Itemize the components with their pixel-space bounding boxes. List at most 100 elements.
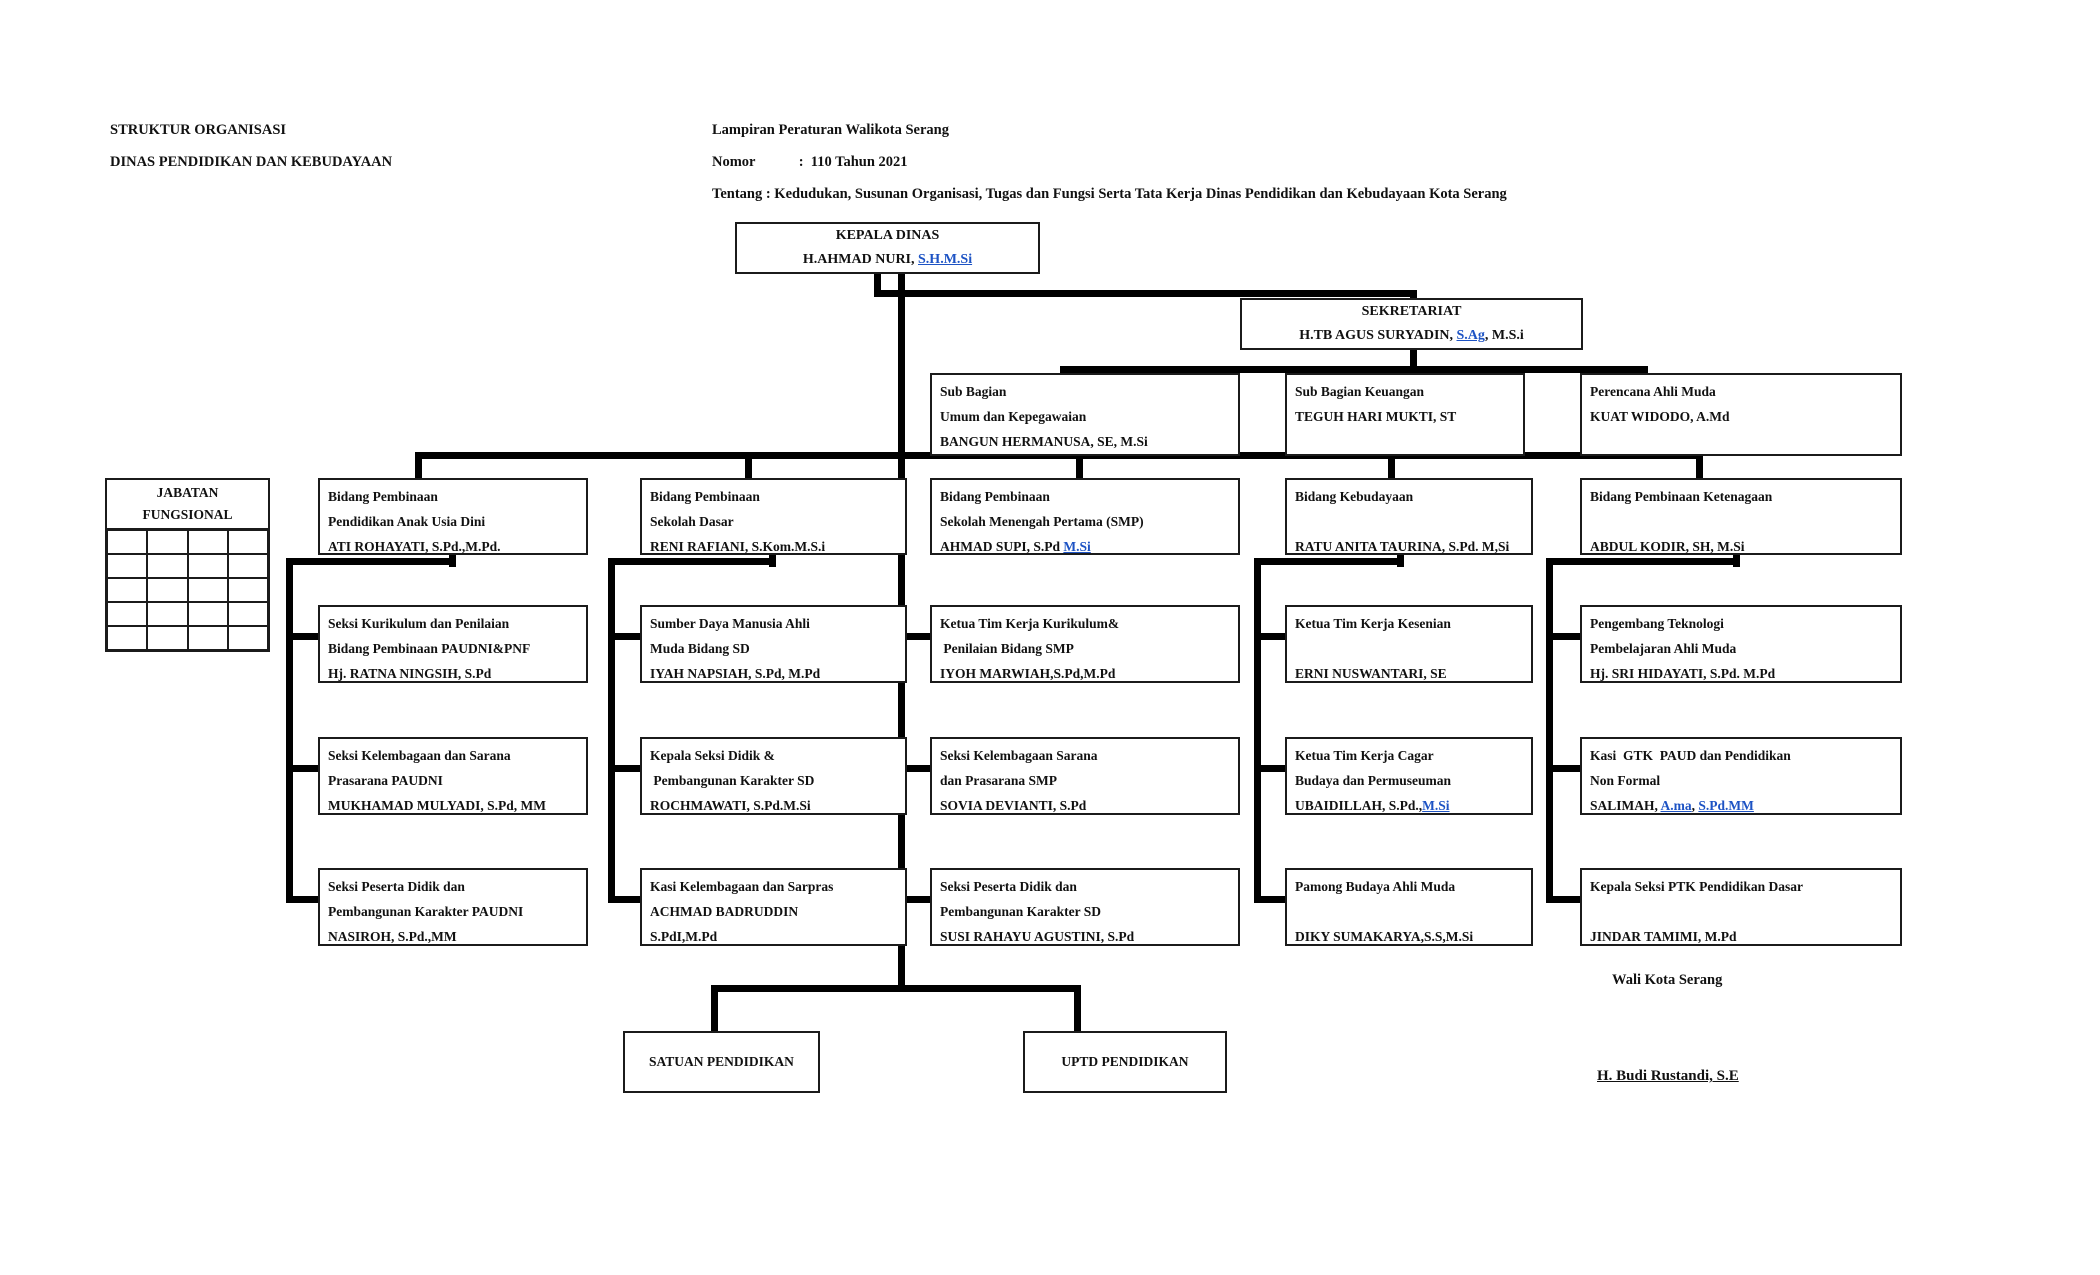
text-line: [1590, 509, 1898, 534]
text-segment: AHMAD SUPI, S.Pd: [940, 539, 1064, 554]
grid-cell: [227, 530, 268, 554]
doc-title-line: STRUKTUR ORGANISASI: [110, 122, 287, 138]
text-line: Pembangunan Karakter PAUDNI: [328, 899, 584, 924]
attachment-line: Tentang : Kedudukan, Susunan Organisasi,…: [712, 186, 1507, 202]
text-line: JINDAR TAMIMI, M.Pd: [1590, 924, 1898, 949]
link-text[interactable]: A.ma: [1660, 798, 1692, 813]
connector-line: [286, 558, 293, 903]
text-segment: Hj. SRI HIDAYATI, S.Pd. M.Pd: [1590, 666, 1776, 681]
connector-line: [1546, 765, 1584, 772]
connector-line: [874, 274, 881, 297]
connector-line: [286, 896, 322, 903]
connector-line: [1641, 366, 1648, 376]
text-segment: Pembangunan Karakter PAUDNI: [328, 904, 524, 919]
link-text[interactable]: S.Pd.MM: [1698, 798, 1754, 813]
grid-cell: [147, 578, 188, 602]
connector-line: [874, 290, 1417, 297]
text-line: ROCHMAWATI, S.Pd.M.Si: [650, 793, 903, 818]
text-segment: Pendidikan Anak Usia Dini: [328, 514, 486, 529]
text-line: dan Prasarana SMP: [940, 768, 1236, 793]
text-segment: Sub Bagian Keuangan: [1295, 384, 1425, 399]
grid-cell: [147, 554, 188, 578]
connector-line: [608, 558, 615, 903]
text-segment: FUNGSIONAL: [142, 507, 233, 522]
text-line: Sub Bagian Keuangan: [1295, 379, 1521, 404]
link-text[interactable]: S.Ag: [1456, 328, 1485, 343]
text-line: ABDUL KODIR, SH, M.Si: [1590, 534, 1898, 559]
link-text[interactable]: M.Si: [1063, 539, 1091, 554]
text-line: Kepala Seksi Didik &: [650, 743, 903, 768]
text-line: NASIROH, S.Pd.,MM: [328, 924, 584, 949]
grid-cell: [227, 602, 268, 626]
text-line: SALIMAH, A.ma, S.Pd.MM: [1590, 793, 1898, 818]
text-line: Pendidikan Anak Usia Dini: [328, 509, 584, 534]
text-line: Seksi Peserta Didik dan: [328, 874, 584, 899]
text-segment: Ketua Tim Kerja Kurikulum&: [940, 616, 1120, 631]
text-line: DIKY SUMAKARYA,S.S,M.Si: [1295, 924, 1529, 949]
text-segment: Umum dan Kepegawaian: [940, 409, 1087, 424]
header-left-title: STRUKTUR ORGANISASI DINAS PENDIDIKAN DAN…: [110, 114, 392, 178]
connector-line: [711, 985, 1081, 992]
grid-cell: [147, 602, 188, 626]
connector-line: [1546, 896, 1584, 903]
text-segment: JABATAN: [156, 485, 219, 500]
connector-line: [1060, 366, 1067, 376]
text-line: Non Formal: [1590, 768, 1898, 793]
signature-name: H. Budi Rustandi, S.E: [1597, 1068, 1739, 1084]
org-box-satuan-pendidikan: SATUAN PENDIDIKAN: [623, 1031, 820, 1093]
connector-line: [898, 896, 934, 903]
text-line: Pamong Budaya Ahli Muda: [1295, 874, 1529, 899]
text-segment: IYOH MARWIAH,S.Pd,M.Pd: [940, 666, 1116, 681]
link-text[interactable]: S.H.M.Si: [918, 252, 973, 267]
text-segment: KUAT WIDODO, A.Md: [1590, 409, 1730, 424]
connector-line: [1254, 558, 1261, 903]
text-segment: RATU ANITA TAURINA, S.Pd. M,Si: [1295, 539, 1510, 554]
link-text[interactable]: M.Si: [1422, 798, 1450, 813]
text-segment: Budaya dan Permuseuman: [1295, 773, 1452, 788]
text-line: Hj. RATNA NINGSIH, S.Pd: [328, 661, 584, 686]
text-segment: Kasi GTK PAUD dan Pendidikan: [1590, 748, 1791, 763]
text-segment: SALIMAH,: [1590, 798, 1661, 813]
text-segment: Pamong Budaya Ahli Muda: [1295, 879, 1456, 894]
grid-cell: [187, 578, 228, 602]
text-segment: Pengembang Teknologi: [1590, 616, 1724, 631]
attachment-line: Nomor : 110 Tahun 2021: [712, 154, 908, 170]
text-line: ACHMAD BADRUDDIN: [650, 899, 903, 924]
grid-cell: [107, 602, 148, 626]
grid-cell: [227, 626, 268, 650]
text-segment: Bidang Pembinaan: [650, 489, 760, 504]
text-line: Bidang Pembinaan: [650, 484, 903, 509]
text-segment: Sumber Daya Manusia Ahli: [650, 616, 810, 631]
connector-line: [1254, 558, 1404, 565]
org-box-ketua-tim-kurikulum-smp: Ketua Tim Kerja Kurikulum& Penilaian Bid…: [930, 605, 1240, 683]
connector-line: [1355, 366, 1362, 376]
doc-title-line: DINAS PENDIDIKAN DAN KEBUDAYAAN: [110, 154, 393, 170]
header-attachment-info: Lampiran Peraturan Walikota Serang Nomor…: [712, 114, 1507, 210]
text-line: UBAIDILLAH, S.Pd.,M.Si: [1295, 793, 1529, 818]
connector-line: [745, 452, 752, 480]
text-line: Ketua Tim Kerja Kesenian: [1295, 611, 1529, 636]
text-line: [1295, 429, 1521, 454]
grid-cell: [227, 578, 268, 602]
connector-line: [608, 765, 644, 772]
text-line: H.TB AGUS SURYADIN, S.Ag, M.S.i: [1299, 324, 1524, 348]
text-line: Kepala Seksi PTK Pendidikan Dasar: [1590, 874, 1898, 899]
text-line: RATU ANITA TAURINA, S.Pd. M,Si: [1295, 534, 1529, 559]
text-segment: S.PdI,M.Pd: [650, 929, 718, 944]
text-line: KUAT WIDODO, A.Md: [1590, 404, 1898, 429]
text-line: Bidang Pembinaan: [940, 484, 1236, 509]
text-line: Seksi Peserta Didik dan: [940, 874, 1236, 899]
text-segment: H.AHMAD NURI,: [802, 252, 919, 267]
text-segment: Pembelajaran Ahli Muda: [1590, 641, 1737, 656]
grid-cell: [187, 626, 228, 650]
